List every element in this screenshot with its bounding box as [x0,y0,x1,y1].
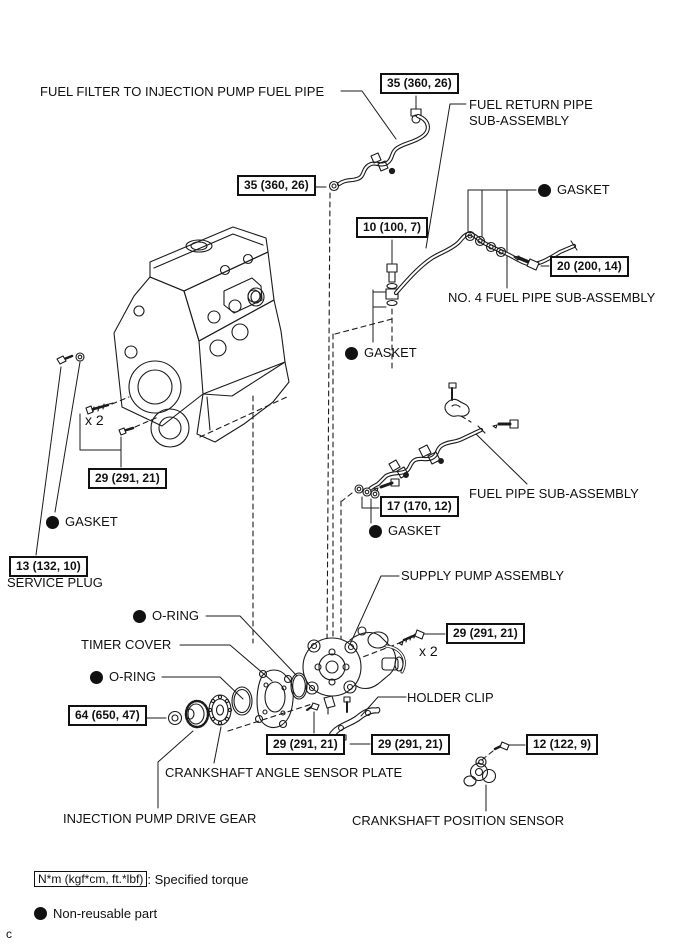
label-text: FUEL FILTER TO INJECTION PUMP FUEL PIPE [40,84,325,99]
non-reusable-dot-icon [90,670,103,684]
label-x2-pump: x 2 [419,643,438,659]
service-plug-and-bolts-drawing [56,352,135,436]
label-text: x 2 [419,643,438,659]
timer-cover-and-gears-drawing [167,669,320,729]
label-fuel-filter-pipe: FUEL FILTER TO INJECTION PUMP FUEL PIPE [40,84,324,100]
label-o-ring-1: O-RING [133,608,199,624]
label-text: GASKET [388,523,441,538]
label-text: SERVICE PLUG [7,575,103,590]
label-text: GASKET [65,514,118,529]
non-reusable-dot-icon [538,183,551,197]
label-o-ring-2: O-RING [90,669,156,685]
non-reusable-dot-icon [345,346,358,360]
torque-box-29-cover: 29 (291, 21) [266,734,345,755]
torque-box-29-pump: 29 (291, 21) [446,623,525,644]
non-reusable-dot-icon [34,907,47,920]
non-reusable-dot-icon [133,609,146,623]
torque-box-13: 13 (132, 10) [9,556,88,577]
torque-box-10: 10 (100, 7) [356,217,429,238]
legend-non-reusable-text: Non-reusable part [53,906,158,921]
label-text: TIMER COVER [81,637,172,652]
label-gasket-top-right: GASKET [538,182,610,198]
non-reusable-dot-icon [46,515,59,529]
torque-box-29-clip: 29 (291, 21) [371,734,450,755]
torque-box-20: 20 (200, 14) [550,256,629,277]
label-gasket-17: GASKET [369,523,441,539]
label-timer-cover: TIMER COVER [81,637,171,653]
torque-unit-box: N*m (kgf*cm, ft.*lbf) [34,871,148,887]
legend-torque: N*m (kgf*cm, ft.*lbf) : Specified torque [34,871,249,887]
label-no4-fuel-pipe: NO. 4 FUEL PIPE SUB-ASSEMBLY [448,290,655,306]
engine-drawing [113,226,290,448]
label-gasket-left: GASKET [46,514,118,530]
torque-box-17: 17 (170, 12) [380,496,459,517]
label-text: FUEL PIPE SUB-ASSEMBLY [469,486,639,501]
fuel-pipe-sub-assembly-drawing [354,382,519,499]
label-text: x 2 [85,412,104,428]
label-text: CRANKSHAFT ANGLE SENSOR PLATE [165,765,403,780]
label-crank-angle-plate: CRANKSHAFT ANGLE SENSOR PLATE [165,765,402,781]
label-text: SUPPLY PUMP ASSEMBLY [401,568,565,583]
label-supply-pump: SUPPLY PUMP ASSEMBLY [401,568,564,584]
non-reusable-dot-icon [369,524,382,538]
label-injection-gear: INJECTION PUMP DRIVE GEAR [63,811,256,827]
construction-dashed-lines [111,192,494,764]
label-text: O-RING [109,669,156,684]
label-text: GASKET [557,182,610,197]
fuel-filter-pipe-drawing [328,108,430,192]
label-text: GASKET [364,345,417,360]
label-fuel-return-pipe: FUEL RETURN PIPE SUB-ASSEMBLY [469,97,619,129]
label-fuel-pipe-sub: FUEL PIPE SUB-ASSEMBLY [469,486,639,502]
label-gasket-mid: GASKET [345,345,417,361]
page-marker: c [6,927,12,941]
leader-lines [35,90,550,812]
label-holder-clip: HOLDER CLIP [407,690,494,706]
torque-box-35-top: 35 (360, 26) [380,73,459,94]
label-text: O-RING [152,608,199,623]
label-x2-engine: x 2 [85,412,104,428]
label-service-plug: SERVICE PLUG [7,575,103,591]
torque-box-12: 12 (122, 9) [526,734,599,755]
legend-non-reusable: Non-reusable part [34,906,157,921]
label-text: NO. 4 FUEL PIPE SUB-ASSEMBLY [448,290,656,305]
label-text: HOLDER CLIP [407,690,494,705]
torque-box-35-mid: 35 (360, 26) [237,175,316,196]
label-text: INJECTION PUMP DRIVE GEAR [63,811,257,826]
fuel-return-pipe-drawing [385,230,578,307]
label-text: FUEL RETURN PIPE SUB-ASSEMBLY [469,97,593,128]
crank-position-sensor-drawing [463,741,510,787]
label-crank-position-sensor: CRANKSHAFT POSITION SENSOR [352,813,564,829]
torque-box-29-engine: 29 (291, 21) [88,468,167,489]
legend-torque-text: : Specified torque [147,871,249,887]
supply-pump-drawing [302,626,425,715]
torque-box-64: 64 (650, 47) [68,705,147,726]
label-text: CRANKSHAFT POSITION SENSOR [352,813,565,828]
